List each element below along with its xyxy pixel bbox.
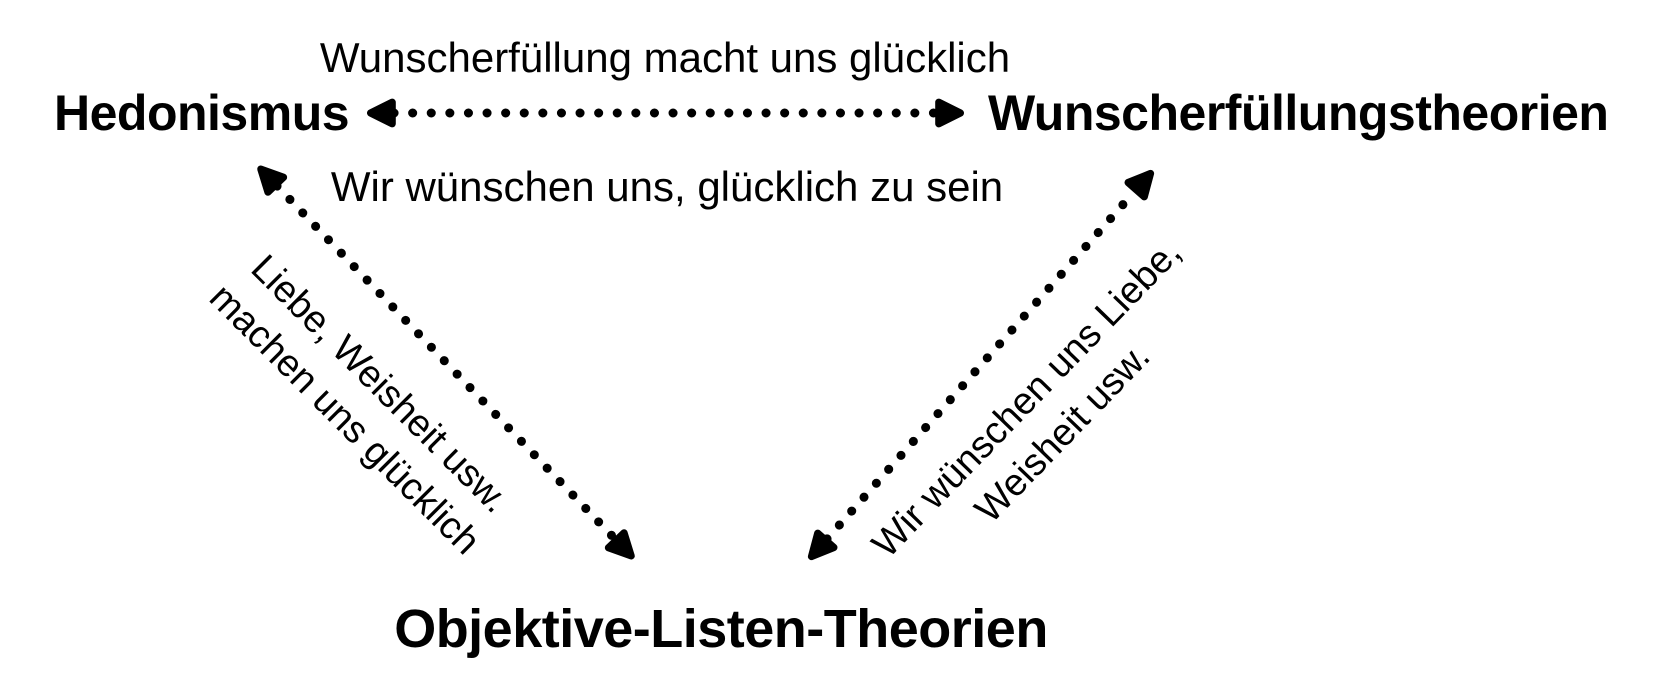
edge-label-wir-wuenschen-uns-gluecklich-zu-sein: Wir wünschen uns, glücklich zu sein [330,163,1004,210]
dotted-arrow-wunscherfuellung-objektive [807,169,1155,561]
node-objektive-listen-theorien: Objektive-Listen-Theorien [394,599,1048,659]
edge-label-wunscherfuellung-macht-uns-gluecklich: Wunscherfüllung macht uns glücklich [319,34,1011,81]
node-hedonismus: Hedonismus [54,85,350,141]
node-wunscherfuellungstheorien: Wunscherfüllungstheorien [988,85,1609,141]
dotted-arrow-hedonismus-objektive [257,165,635,560]
